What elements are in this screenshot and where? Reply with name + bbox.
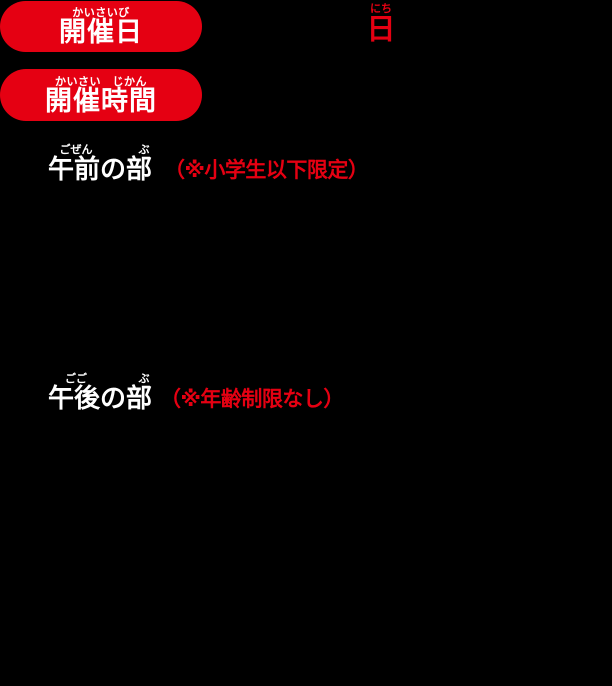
section-afternoon-title-block: ごご ぶ 午後の部	[48, 373, 156, 412]
badge-kaisai-jikan-furigana: かいさい じかん	[55, 74, 147, 88]
date-unit-day-furigana: にち	[370, 2, 392, 15]
section-morning: ごぜん ぶ 午前の部 （※小学生以下限定）	[48, 144, 369, 183]
section-morning-title-block: ごぜん ぶ 午前の部	[48, 144, 156, 183]
badge-kaisai-jikan-label: 開催時間	[45, 85, 157, 117]
section-afternoon-title: 午後の部	[48, 384, 153, 414]
badge-kaisai-jikan-content: かいさい じかん 開催時間	[45, 76, 157, 115]
date-unit-day-label: 日	[366, 12, 396, 46]
section-morning-furigana: ごぜん ぶ	[48, 144, 156, 155]
section-afternoon: ごご ぶ 午後の部 （※年齢制限なし）	[48, 373, 344, 412]
section-morning-furigana-first: ごぜん	[59, 143, 93, 156]
section-afternoon-furigana-first: ごご	[65, 372, 87, 385]
date-unit-day: にち 日	[363, 3, 399, 44]
badge-kaisaibi-furigana: かいさいび	[72, 6, 130, 19]
badge-kaisaibi-content: かいさいび 開催日	[59, 7, 143, 46]
section-morning-title: 午前の部	[48, 155, 153, 185]
badge-kaisai-jikan: かいさい じかん 開催時間	[0, 69, 202, 121]
section-afternoon-furigana-second: ぶ	[138, 372, 150, 385]
section-morning-furigana-second: ぶ	[138, 143, 150, 156]
section-morning-note: （※小学生以下限定）	[164, 158, 369, 182]
badge-kaisaibi: かいさいび 開催日	[0, 1, 202, 52]
section-afternoon-furigana: ごご ぶ	[48, 373, 156, 384]
section-afternoon-note: （※年齢制限なし）	[160, 387, 344, 411]
badge-kaisaibi-label: 開催日	[59, 17, 143, 48]
